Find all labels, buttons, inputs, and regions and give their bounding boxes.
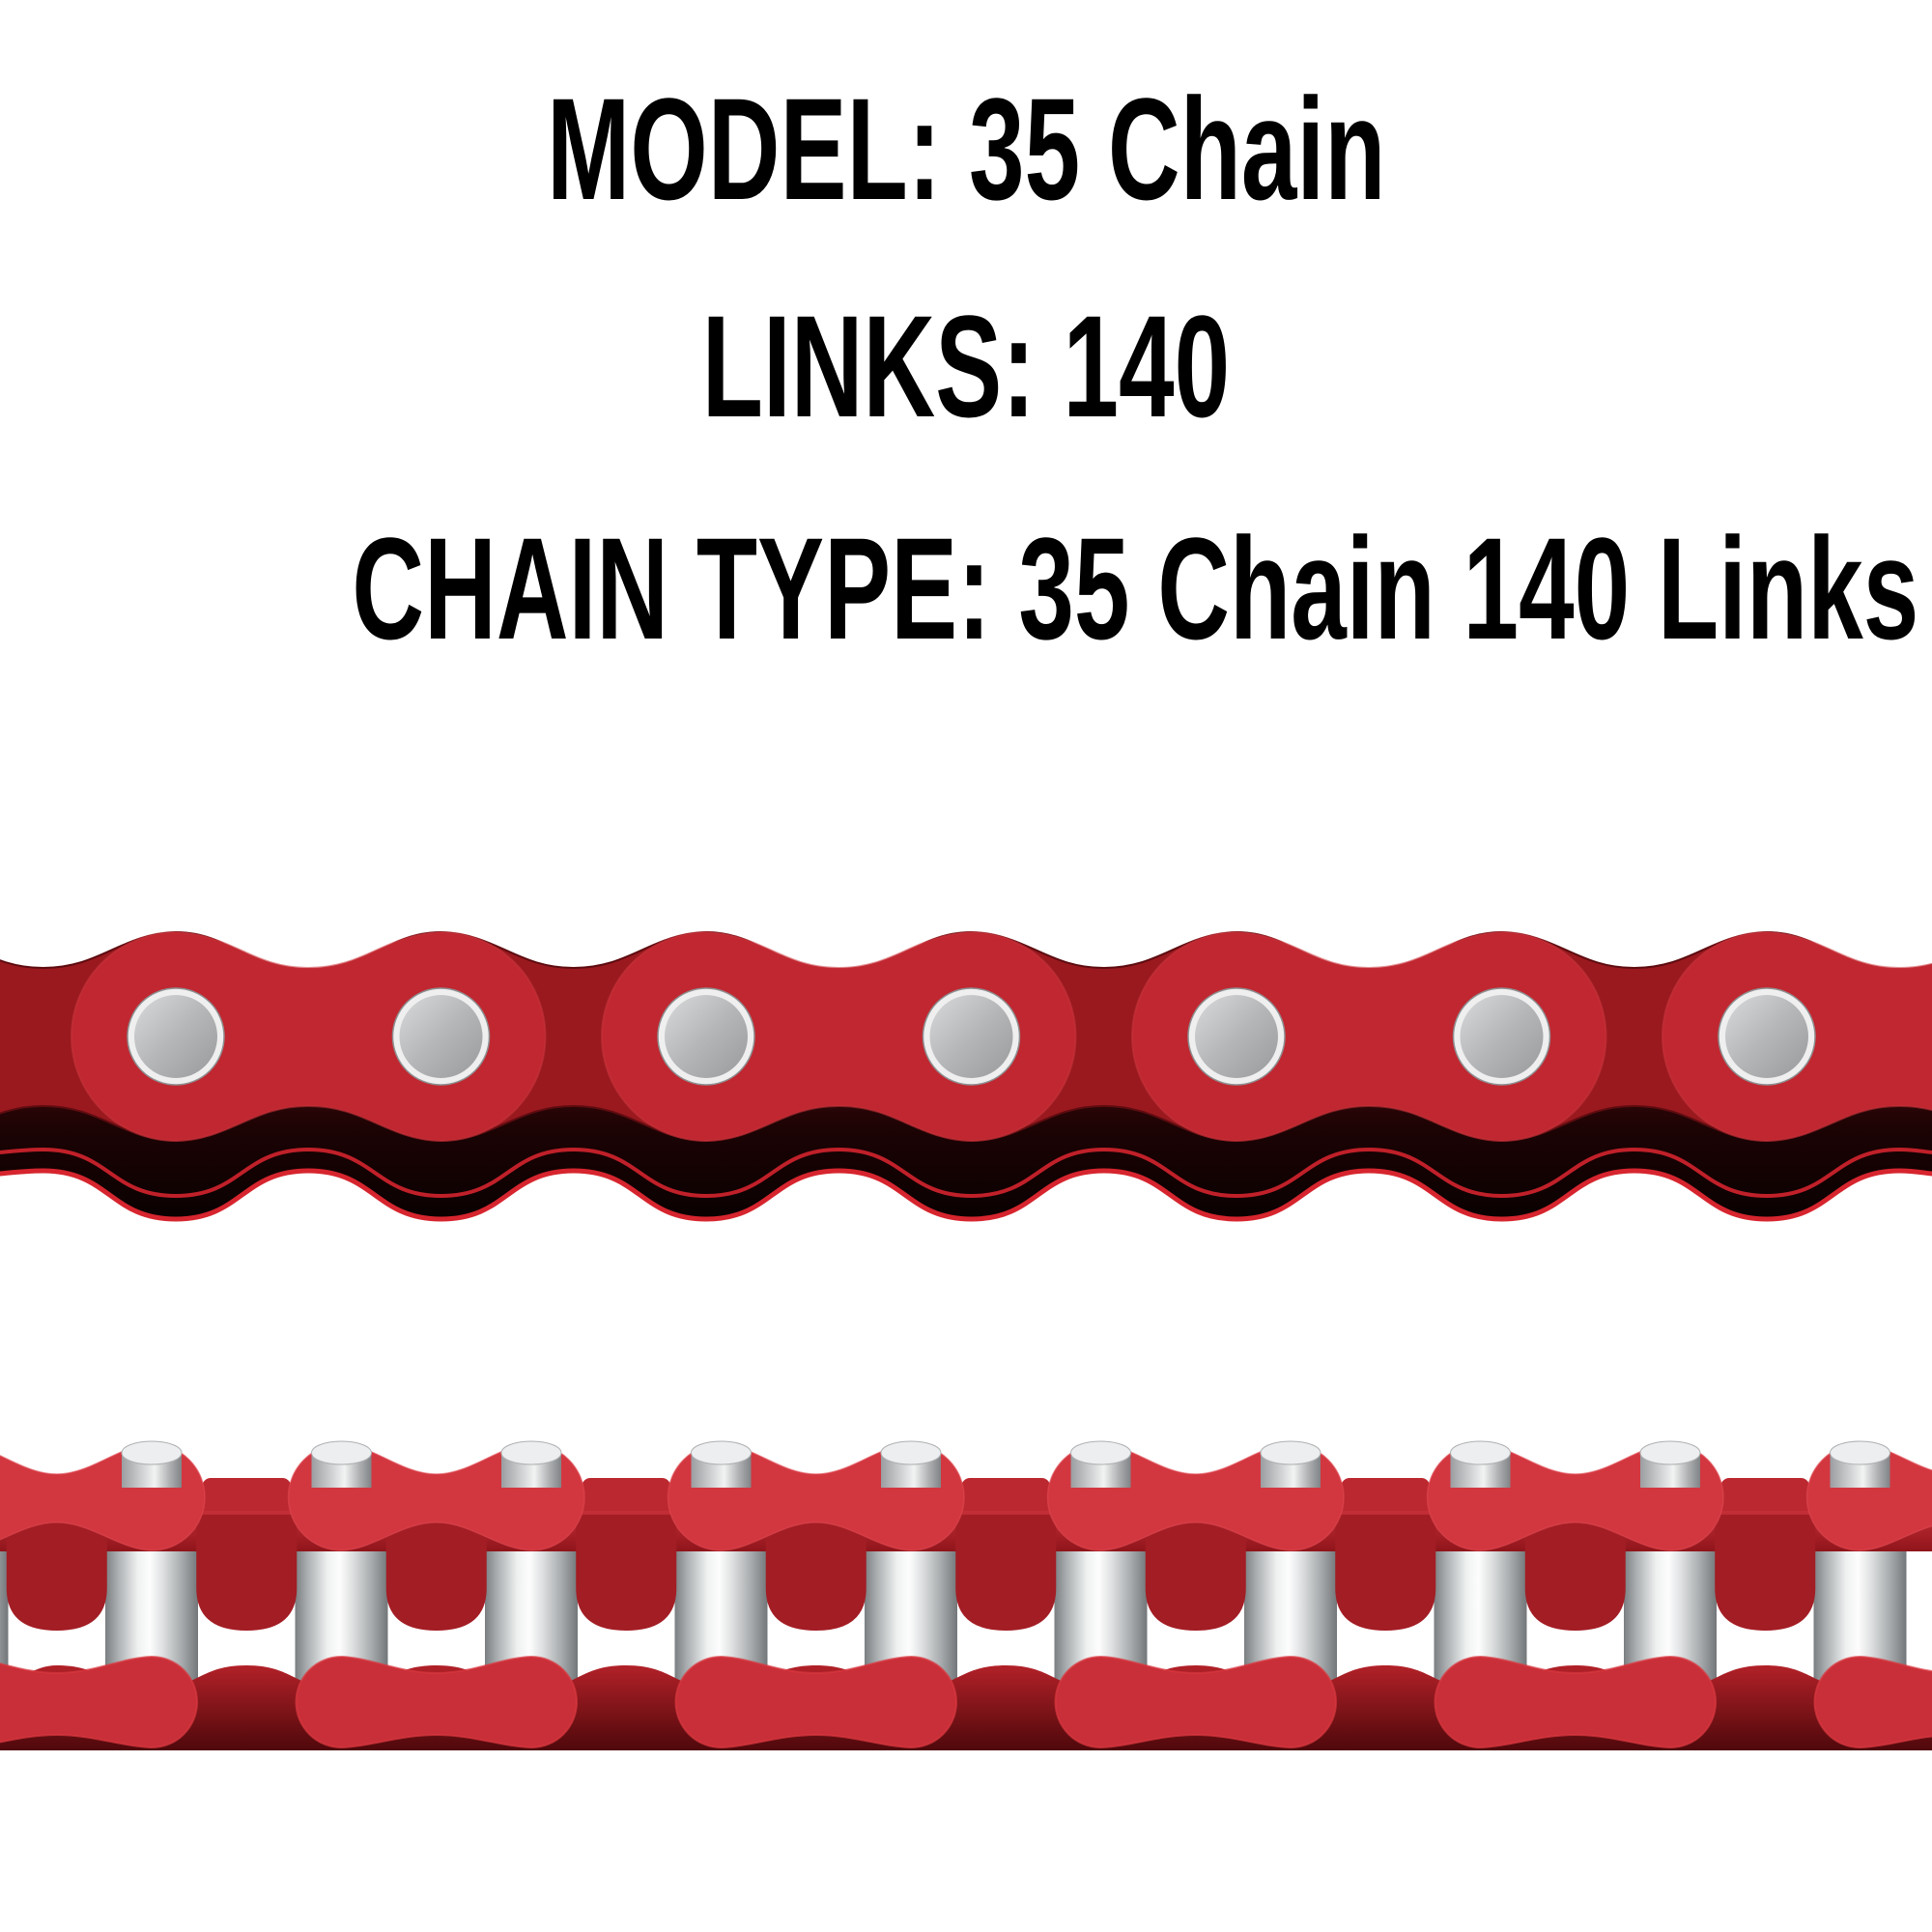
links-heading-text: LINKS: 140 (701, 285, 1231, 447)
chain-lower-rim-highlight (0, 1147, 1932, 1199)
chain-type-heading: CHAIN TYPE: 35 Chain 140 Links (0, 516, 1932, 661)
chain-type-heading-text: CHAIN TYPE: 35 Chain 140 Links (352, 507, 1919, 669)
chain-side-view (0, 931, 1932, 1222)
links-heading: LINKS: 140 (0, 294, 1932, 439)
model-heading: MODEL: 35 Chain (0, 76, 1932, 221)
model-heading-text: MODEL: 35 Chain (546, 68, 1386, 230)
chain-bottom-rim-highlight (0, 1168, 1932, 1222)
chain-three-quarter-view (0, 1440, 1932, 1750)
